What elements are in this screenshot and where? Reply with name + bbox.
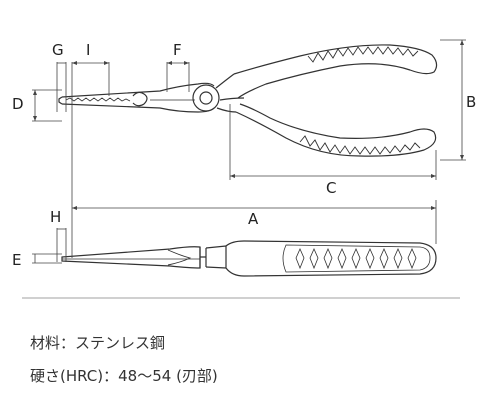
- label-F: F: [173, 41, 182, 59]
- pivot-rivet: [199, 91, 213, 105]
- label-I: I: [86, 41, 90, 59]
- upper-handle-teeth: [307, 46, 419, 63]
- upper-jaw: [61, 82, 215, 98]
- label-G: G: [52, 41, 64, 59]
- side-handle-inner: [282, 244, 431, 273]
- handle-neck-upper: [215, 73, 235, 89]
- label-E: E: [12, 251, 21, 269]
- lower-handle-teeth: [299, 135, 421, 155]
- dimension-labels: G I F D B C H A E: [12, 41, 476, 269]
- label-B: B: [466, 93, 476, 111]
- label-A: A: [248, 210, 259, 228]
- label-C: C: [326, 179, 336, 197]
- side-jaw: [61, 246, 201, 269]
- jaw-tip: [58, 96, 63, 105]
- label-H: H: [50, 208, 61, 226]
- material-spec: 材料：ステンレス鋼: [30, 334, 166, 352]
- dimension-lines: [22, 39, 466, 299]
- jaw-serrations: [65, 97, 131, 102]
- pivot-outer: [192, 84, 220, 112]
- side-neck: [205, 245, 227, 269]
- side-handle-diamonds: [295, 248, 417, 270]
- hardness-spec: 硬さ(HRC)：48～54 (刃部): [30, 367, 218, 385]
- side-handle: [225, 240, 437, 277]
- pliers-side-view: [61, 240, 437, 277]
- pliers-top-view: [58, 44, 438, 157]
- handle-neck-lower: [216, 107, 237, 113]
- lower-handle: [235, 103, 437, 157]
- spring-area: [219, 97, 245, 101]
- cutter-notch: [132, 91, 148, 107]
- side-joint: [199, 247, 207, 268]
- dimension-arrowheads: [33, 40, 464, 210]
- label-D: D: [12, 95, 24, 113]
- upper-handle: [233, 44, 438, 99]
- side-jaw-bevel: [167, 249, 192, 266]
